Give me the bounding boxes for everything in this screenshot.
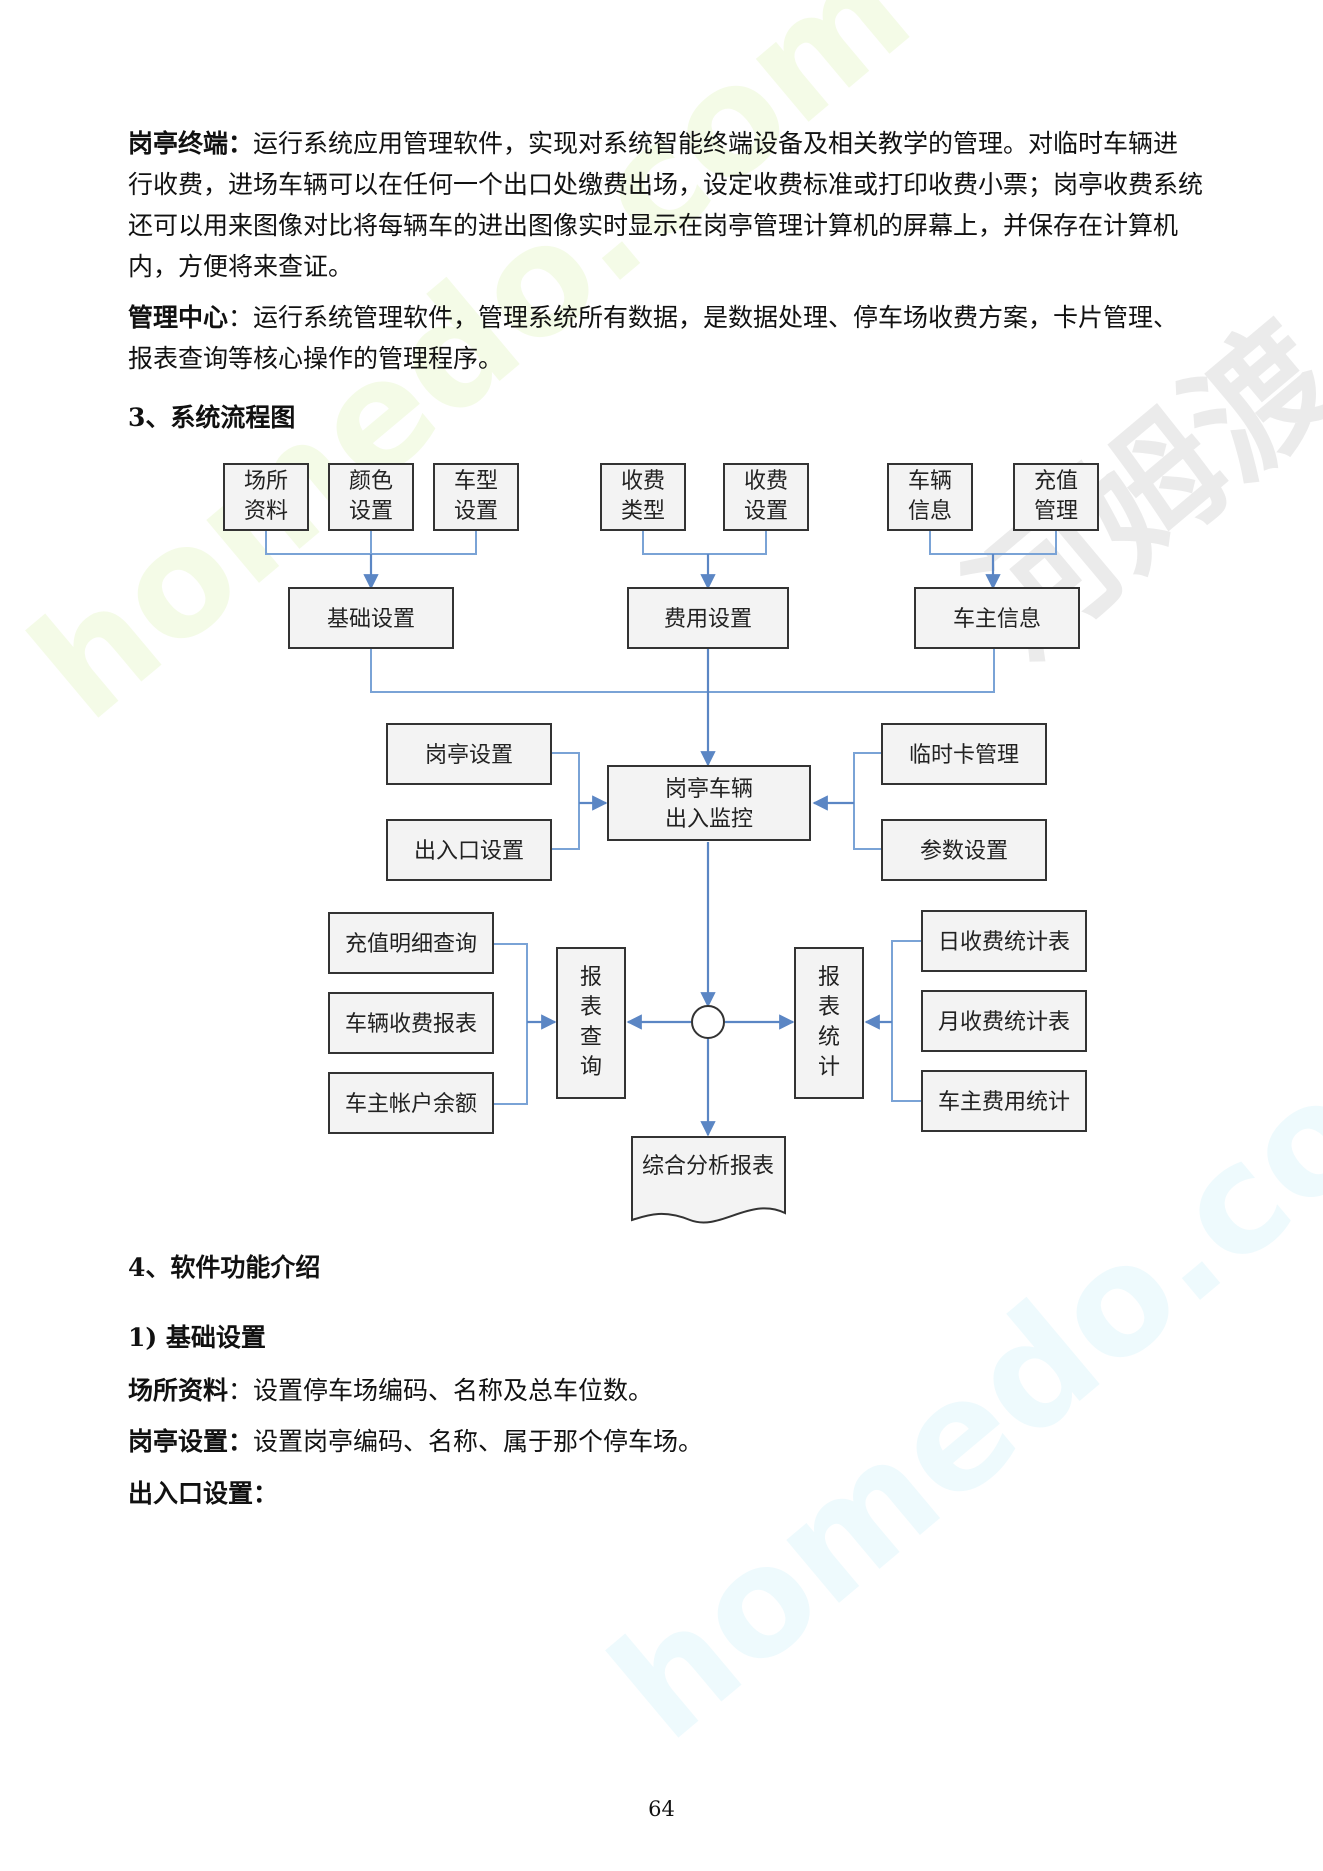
flow-label: 管理 xyxy=(1034,499,1078,524)
flow-doc-summary xyxy=(631,1136,786,1224)
flow-box-report-stat xyxy=(794,947,864,1099)
flow-label: 统 xyxy=(818,1025,840,1050)
paragraph-management-center: 管理中心：运行系统管理软件，管理系统所有数据，是数据处理、停车场收费方案，卡片管… xyxy=(128,297,1203,379)
flow-label: 车辆 xyxy=(908,469,952,494)
flow-label: 车辆收费报表 xyxy=(345,1012,477,1037)
subsection-heading-basic: 1) 基础设置 xyxy=(128,1323,266,1352)
flow-label: 费用设置 xyxy=(664,607,752,632)
flow-box-temp-card xyxy=(881,723,1047,785)
flow-label: 设置 xyxy=(744,499,788,524)
item-booth-setting: 岗亭设置：设置岗亭编码、名称、属于那个停车场。 xyxy=(128,1421,1203,1462)
flow-box-owner-fee-stat xyxy=(921,1070,1087,1132)
flow-label: 信息 xyxy=(908,499,952,524)
term-label: 场所资料 xyxy=(128,1376,229,1405)
flow-label: 表 xyxy=(580,995,602,1020)
flow-label: 资料 xyxy=(244,499,288,524)
flow-label: 类型 xyxy=(621,499,665,524)
term-label: 出入口设置： xyxy=(128,1479,279,1508)
page-number: 64 xyxy=(648,1797,675,1821)
flow-label: 收费 xyxy=(621,469,665,494)
flow-box-fee-type xyxy=(600,463,686,531)
flow-box-color-setting xyxy=(328,463,414,531)
flow-label: 表 xyxy=(818,995,840,1020)
flow-box-gate-setting xyxy=(386,819,552,881)
flow-label: 日收费统计表 xyxy=(938,930,1070,955)
term-label: 管理中心 xyxy=(128,303,229,332)
paragraph-booth-terminal: 岗亭终端：运行系统应用管理软件，实现对系统智能终端设备及相关教学的管理。对临时车… xyxy=(128,123,1203,287)
flow-box-daily-stat xyxy=(921,910,1087,972)
flow-box-vehicle-type xyxy=(433,463,519,531)
flow-box-recharge-detail xyxy=(328,912,494,974)
flow-label: 充值明细查询 xyxy=(345,932,477,957)
flow-label: 参数设置 xyxy=(920,839,1008,864)
flow-label: 计 xyxy=(818,1055,840,1080)
flow-label: 车主费用统计 xyxy=(938,1090,1070,1115)
flow-box-owner-info xyxy=(914,587,1080,649)
flow-box-monthly-stat xyxy=(921,990,1087,1052)
flow-label: 设置 xyxy=(454,499,498,524)
flow-label: 综合分析报表 xyxy=(642,1154,774,1179)
flow-box-recharge xyxy=(1013,463,1099,531)
flow-label: 充值 xyxy=(1034,469,1078,494)
flow-box-vehicle-info xyxy=(887,463,973,531)
item-text: ：设置停车场编码、名称及总车位数。 xyxy=(228,1376,654,1405)
item-gate-setting: 出入口设置： xyxy=(128,1473,1203,1514)
flow-label: 报 xyxy=(580,965,602,990)
paragraph-text: 运行系统应用管理软件，实现对系统智能终端设备及相关教学的管理。对临时车辆进行收费… xyxy=(128,129,1204,281)
item-text: 设置岗亭编码、名称、属于那个停车场。 xyxy=(253,1427,704,1456)
flow-label: 岗亭设置 xyxy=(425,743,513,768)
paragraph-text: ：运行系统管理软件，管理系统所有数据，是数据处理、停车场收费方案，卡片管理、报表… xyxy=(128,303,1179,373)
flow-box-param xyxy=(881,819,1047,881)
flow-label: 车型 xyxy=(454,469,498,494)
section-heading-flowchart: 3、系统流程图 xyxy=(128,403,296,432)
flow-box-account-balance xyxy=(328,1072,494,1134)
flow-label: 收费 xyxy=(744,469,788,494)
flow-label: 出入监控 xyxy=(665,807,753,832)
flow-label: 月收费统计表 xyxy=(938,1010,1070,1035)
section-heading-software: 4、软件功能介绍 xyxy=(128,1253,321,1282)
flow-box-booth-setting xyxy=(386,723,552,785)
flow-label: 场所 xyxy=(244,469,288,494)
flow-box-fee-setting xyxy=(723,463,809,531)
flow-label: 临时卡管理 xyxy=(909,743,1019,768)
flow-label: 车主帐户余额 xyxy=(345,1092,477,1117)
flow-label: 颜色 xyxy=(349,469,393,494)
flow-box-vehicle-fee-report xyxy=(328,992,494,1054)
flow-label: 询 xyxy=(580,1055,602,1080)
flow-box-site-info xyxy=(223,463,309,531)
flow-box-fee-config xyxy=(627,587,789,649)
item-site-info: 场所资料：设置停车场编码、名称及总车位数。 xyxy=(128,1370,1203,1411)
flow-box-report-query xyxy=(556,947,626,1099)
flow-label: 基础设置 xyxy=(327,607,415,632)
flow-box-center-monitor xyxy=(607,765,811,841)
connector-node xyxy=(691,1005,725,1039)
flow-label: 设置 xyxy=(349,499,393,524)
flow-label: 车主信息 xyxy=(953,607,1041,632)
flow-label: 查 xyxy=(580,1025,602,1050)
flow-box-basic-setting xyxy=(288,587,454,649)
flow-label: 出入口设置 xyxy=(414,839,524,864)
term-label: 岗亭设置： xyxy=(128,1427,254,1456)
flow-label: 报 xyxy=(818,965,840,990)
term-label: 岗亭终端： xyxy=(128,129,254,158)
flow-label: 岗亭车辆 xyxy=(665,777,753,802)
